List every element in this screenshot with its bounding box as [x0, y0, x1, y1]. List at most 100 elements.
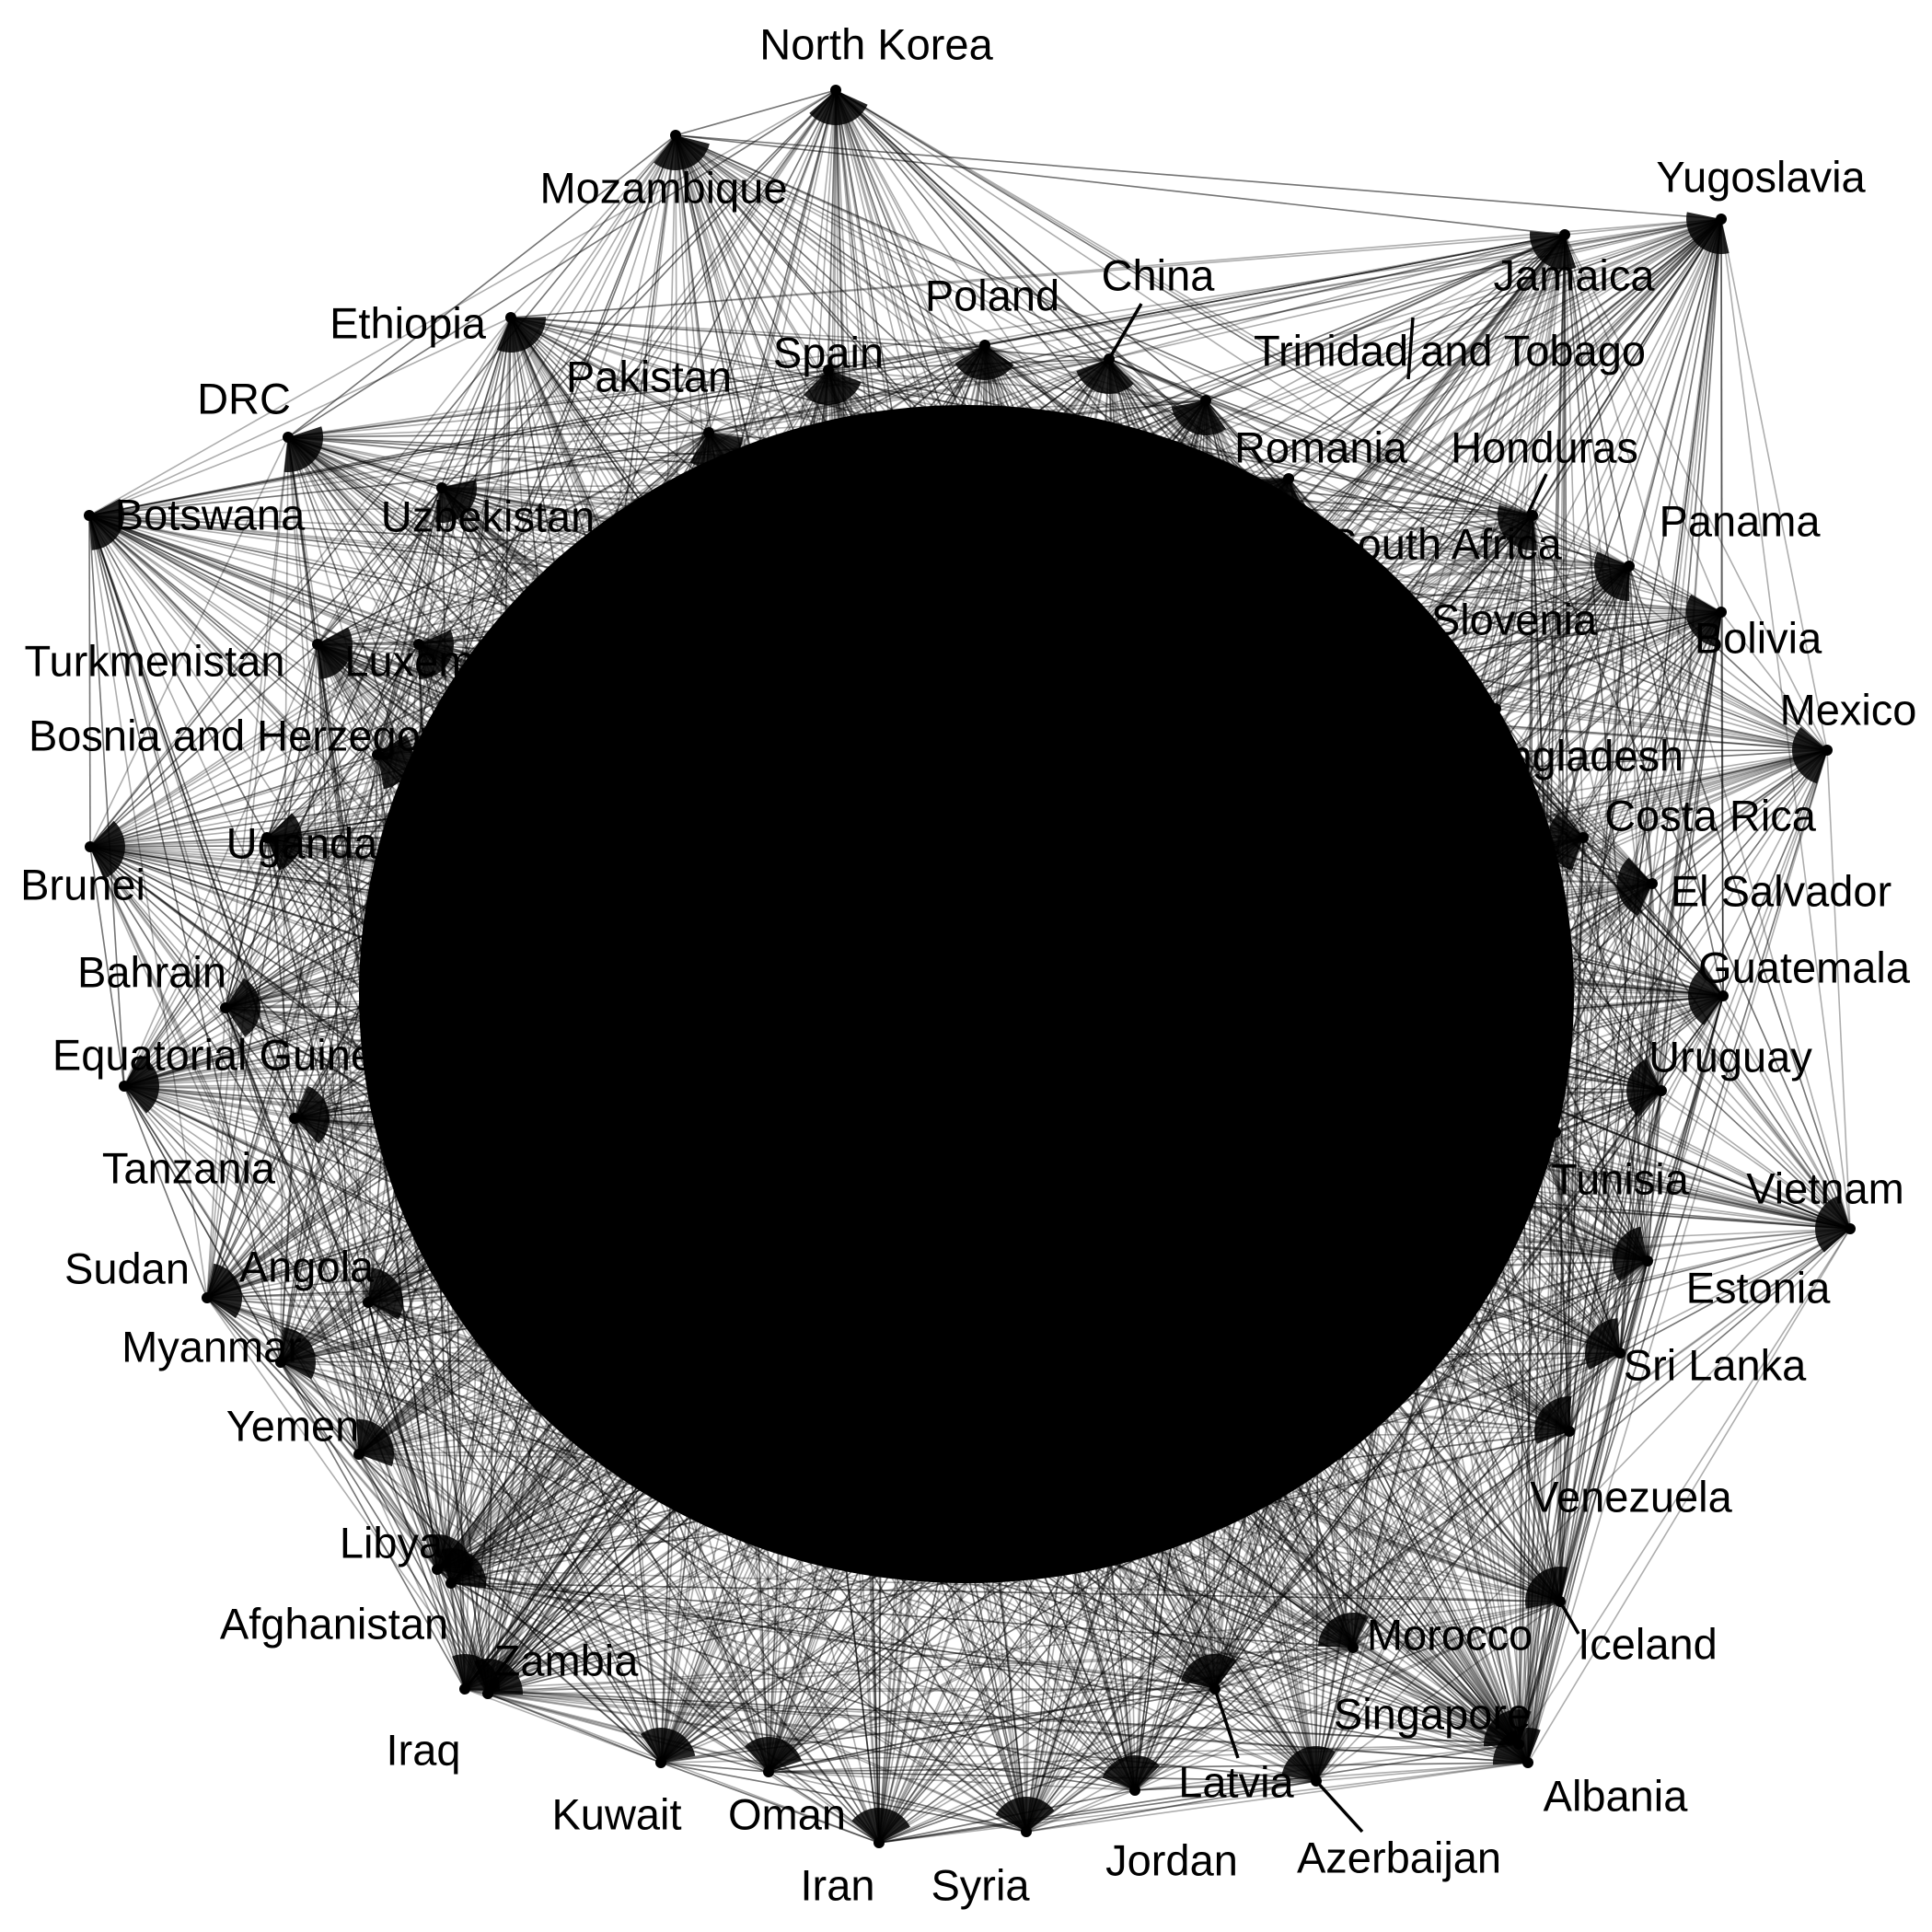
label-leader-line [1314, 1779, 1364, 1834]
edge-morocco-venezuela [1352, 1430, 1570, 1649]
node-tanzania [289, 1113, 300, 1124]
edge-botswana-tanzania [88, 515, 295, 1119]
arrowhead-fan-iran [851, 1808, 910, 1843]
arrowhead-fan-trinidad-and-tobago [1171, 400, 1226, 435]
edge-iran-sri-lanka [878, 1352, 1621, 1844]
edge-jamaica-pakistan [708, 234, 1566, 434]
edge-estonia-albania [1527, 1260, 1649, 1764]
edge-zambia-angola [367, 1301, 489, 1695]
edge-albania-syria [1025, 1762, 1529, 1833]
edge-iceland-estonia [1559, 1260, 1649, 1602]
edge-pakistan-drc [287, 432, 710, 438]
edge-guatemala-bolivia [1720, 611, 1724, 997]
edge-vietnam-jamaica [1564, 234, 1851, 1230]
edge-el-salvador-panama [1628, 565, 1653, 885]
node-label-uruguay: Uruguay [1649, 1032, 1812, 1081]
edge-drc-spain [287, 369, 829, 438]
arrowhead-fan-pakistan [689, 433, 744, 468]
edge-estonia-syria [1025, 1260, 1649, 1833]
node-label-north-korea: North Korea [759, 19, 993, 68]
edge-oman-sri-lanka [768, 1352, 1621, 1773]
edge-singapore-iraq [464, 1688, 1520, 1745]
node-bosnia-and-herzegovina [372, 749, 383, 760]
edge-pakistan-mozambique [675, 134, 710, 434]
arrowhead-fan-morocco [1318, 1612, 1370, 1648]
edge-sri-lanka-iceland [1559, 1352, 1621, 1602]
node-iran [873, 1837, 885, 1848]
edge-angola-jordan [367, 1301, 1136, 1791]
edge-uganda-tanzania [266, 837, 295, 1119]
edge-yemen-botswana [88, 515, 360, 1455]
arrowhead-fan-costa-rica [1548, 814, 1583, 871]
edge-sri-lanka-tunisia [1555, 1131, 1621, 1354]
edge-panama-guatemala [1628, 565, 1724, 997]
node-label-yugoslavia: Yugoslavia [1656, 152, 1866, 201]
edge-morocco-oman [768, 1647, 1354, 1773]
arrowhead-fan-myanmar [281, 1327, 317, 1380]
edge-romania-jamaica [1288, 234, 1566, 480]
node-poland [979, 340, 990, 351]
arrowhead-fan-panama [1594, 551, 1630, 602]
edge-syria-sri-lanka [1025, 1352, 1621, 1833]
edge-kuwait-oman [660, 1762, 769, 1773]
edge-brunei-luxembourg [89, 643, 420, 848]
edge-equatorial-guinea-mozambique [123, 134, 677, 1087]
edge-iran-zambia [487, 1693, 880, 1844]
edge-honduras-costa-rica [1532, 515, 1584, 839]
arrowhead-fan-uganda [267, 813, 302, 871]
edge-jordan-sudan [206, 1297, 1136, 1791]
edge-estonia-iceland [1559, 1260, 1649, 1602]
node-ethiopia [505, 312, 516, 323]
edge-jordan-singapore [1134, 1743, 1520, 1791]
edge-oman-iran [768, 1771, 880, 1844]
node-uzbekistan [436, 482, 447, 493]
edge-syria-iceland [1025, 1601, 1561, 1833]
arrowhead-fan-tunisia [1521, 1099, 1556, 1157]
node-label-bangladesh: Bangladesh [1455, 731, 1683, 780]
node-kuwait [655, 1757, 666, 1768]
edge-iraq-azerbaijan [464, 1688, 1317, 1782]
edge-trinidad-and-tobago-yugoslavia [1205, 218, 1722, 401]
edge-yugoslavia-honduras [1532, 218, 1722, 516]
edge-panama-jamaica [1564, 234, 1630, 567]
edge-brunei-botswana [88, 515, 91, 848]
edge-venezuela-jordan [1134, 1430, 1570, 1791]
node-label-albania: Albania [1544, 1771, 1689, 1820]
edge-syria-oman [768, 1771, 1027, 1833]
edge-tunisia-iceland [1555, 1131, 1561, 1602]
node-north-korea [830, 85, 841, 96]
label-leader-line [1558, 1601, 1580, 1635]
edge-estonia-morocco [1352, 1260, 1649, 1649]
edge-tanzania-kuwait [294, 1117, 662, 1764]
node-label-tanzania: Tanzania [102, 1143, 276, 1192]
edge-vietnam-albania [1527, 1228, 1851, 1764]
node-albania [1522, 1757, 1533, 1768]
arrowhead-fan-china [1076, 359, 1134, 394]
edge-ethiopia-poland [510, 317, 986, 346]
edge-oman-kuwait [660, 1762, 769, 1773]
edge-mozambique-tanzania [294, 134, 677, 1119]
edge-iran-albania [878, 1762, 1529, 1844]
edge-costa-rica-guatemala [1582, 837, 1724, 997]
node-label-bolivia: Bolivia [1695, 613, 1822, 662]
edge-syria-angola [367, 1301, 1027, 1833]
node-drc [283, 432, 294, 443]
edge-sudan-bosnia-and-herzegovina [206, 754, 378, 1299]
edge-bolivia-north-korea [835, 89, 1722, 613]
node-label-guatemala: Guatemala [1698, 943, 1911, 991]
edge-iceland-afghanistan [450, 1582, 1561, 1602]
edge-bosnia-and-herzegovina-myanmar [280, 754, 378, 1363]
edge-bahrain-bosnia-and-herzegovina [225, 754, 378, 1009]
edge-zambia-bahrain [225, 1007, 489, 1695]
edge-brunei-ethiopia [89, 317, 512, 848]
edge-morocco-estonia [1352, 1260, 1649, 1649]
label-leader-lines [1107, 303, 1580, 1834]
edge-iceland-zambia [487, 1601, 1561, 1695]
edge-albania-el-salvador [1527, 883, 1653, 1764]
edge-north-korea-luxembourg [418, 89, 837, 645]
edge-angola-iraq [367, 1301, 466, 1690]
edge-turkmenistan-brunei [89, 643, 318, 848]
edge-ethiopia-mozambique [510, 134, 677, 318]
edge-luxembourg-drc [287, 436, 420, 645]
edge-luxembourg-spain [418, 369, 829, 645]
